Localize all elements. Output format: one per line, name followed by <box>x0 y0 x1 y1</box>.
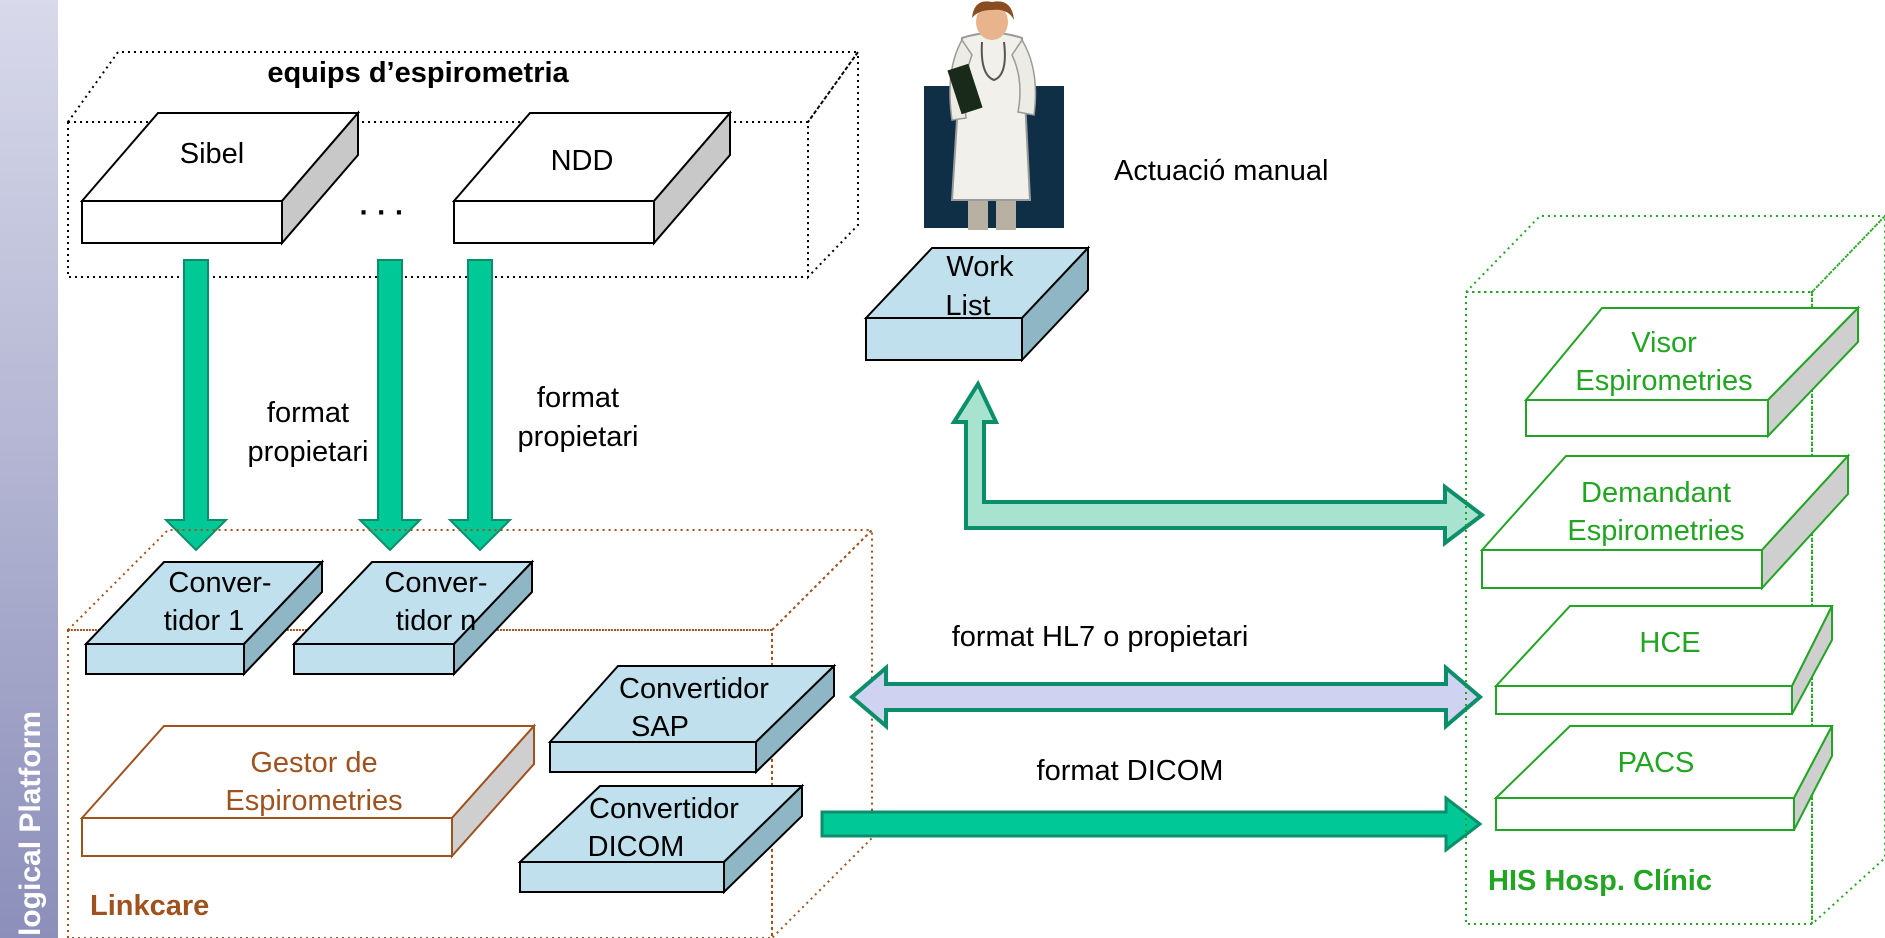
converter-sap-line2: SAP <box>631 711 689 743</box>
converter-sap-line1: Convertidor <box>619 673 769 705</box>
converter-dicom-box <box>517 783 805 895</box>
doctor-figure <box>924 1 1064 230</box>
flow-propietari-1-line1: format <box>267 397 349 429</box>
converter-dicom-line2: DICOM <box>588 831 685 863</box>
devices-ellipsis: · · · <box>359 197 404 229</box>
hl7-double-arrow <box>848 663 1484 731</box>
flow-propietari-1-line2: propietari <box>248 436 369 468</box>
his-title: HIS Hosp. Clínic <box>1488 865 1712 897</box>
manual-action-label: Actuació manual <box>1114 155 1328 187</box>
converter-dicom-line1: Convertidor <box>589 793 739 825</box>
flow-hl7-label: format HL7 o propietari <box>952 621 1249 653</box>
device-ndd-label: NDD <box>551 145 614 177</box>
worklist-box <box>863 245 1091 363</box>
converter-1-line1: Conver- <box>168 567 271 599</box>
converter-1-line2: tidor 1 <box>164 605 245 637</box>
flow-dicom-label: format DICOM <box>1037 755 1224 787</box>
gestor-line1: Gestor de <box>250 747 377 779</box>
his-pacs-label: PACS <box>1618 747 1695 779</box>
device-box-sibel <box>79 110 361 246</box>
gestor-box <box>79 723 537 859</box>
converter-1-box <box>83 559 325 677</box>
sidebar-vertical-title: logical Platform <box>14 711 47 936</box>
devices-title: equips d’espirometria <box>267 57 569 89</box>
worklist-label-line2: List <box>945 290 990 322</box>
down-arrow-middle <box>357 259 423 552</box>
worklist-elbow-arrow <box>950 379 1486 548</box>
device-box-ndd <box>451 110 733 246</box>
his-hce-box <box>1493 605 1834 715</box>
his-visor-line1: Visor <box>1631 327 1697 359</box>
his-visor-line2: Espirometries <box>1575 365 1752 397</box>
linkcare-title: Linkcare <box>90 890 209 922</box>
converter-n-line2: tidor n <box>396 605 477 637</box>
linkcare-container <box>65 527 875 938</box>
his-pacs-box <box>1493 725 1834 831</box>
converter-sap-box <box>547 663 837 775</box>
converter-n-line1: Conver- <box>384 567 487 599</box>
flow-propietari-2-line2: propietari <box>518 421 639 453</box>
down-arrow-ndd <box>447 259 513 552</box>
his-demandant-line1: Demandant <box>1581 477 1731 509</box>
gestor-line2: Espirometries <box>225 785 402 817</box>
worklist-label-line1: Work <box>946 251 1014 283</box>
his-hce-label: HCE <box>1639 627 1700 659</box>
down-arrow-sibel <box>163 259 229 552</box>
down-arrows <box>163 259 513 552</box>
his-demandant-box <box>1479 453 1851 591</box>
sidebar-band: logical Platform <box>0 0 58 938</box>
flow-propietari-2-line1: format <box>537 382 619 414</box>
device-sibel-label: Sibel <box>180 138 245 170</box>
converter-n-box <box>291 559 535 677</box>
his-demandant-line2: Espirometries <box>1567 515 1744 547</box>
dicom-arrow <box>820 794 1483 854</box>
his-visor-box <box>1523 305 1861 439</box>
